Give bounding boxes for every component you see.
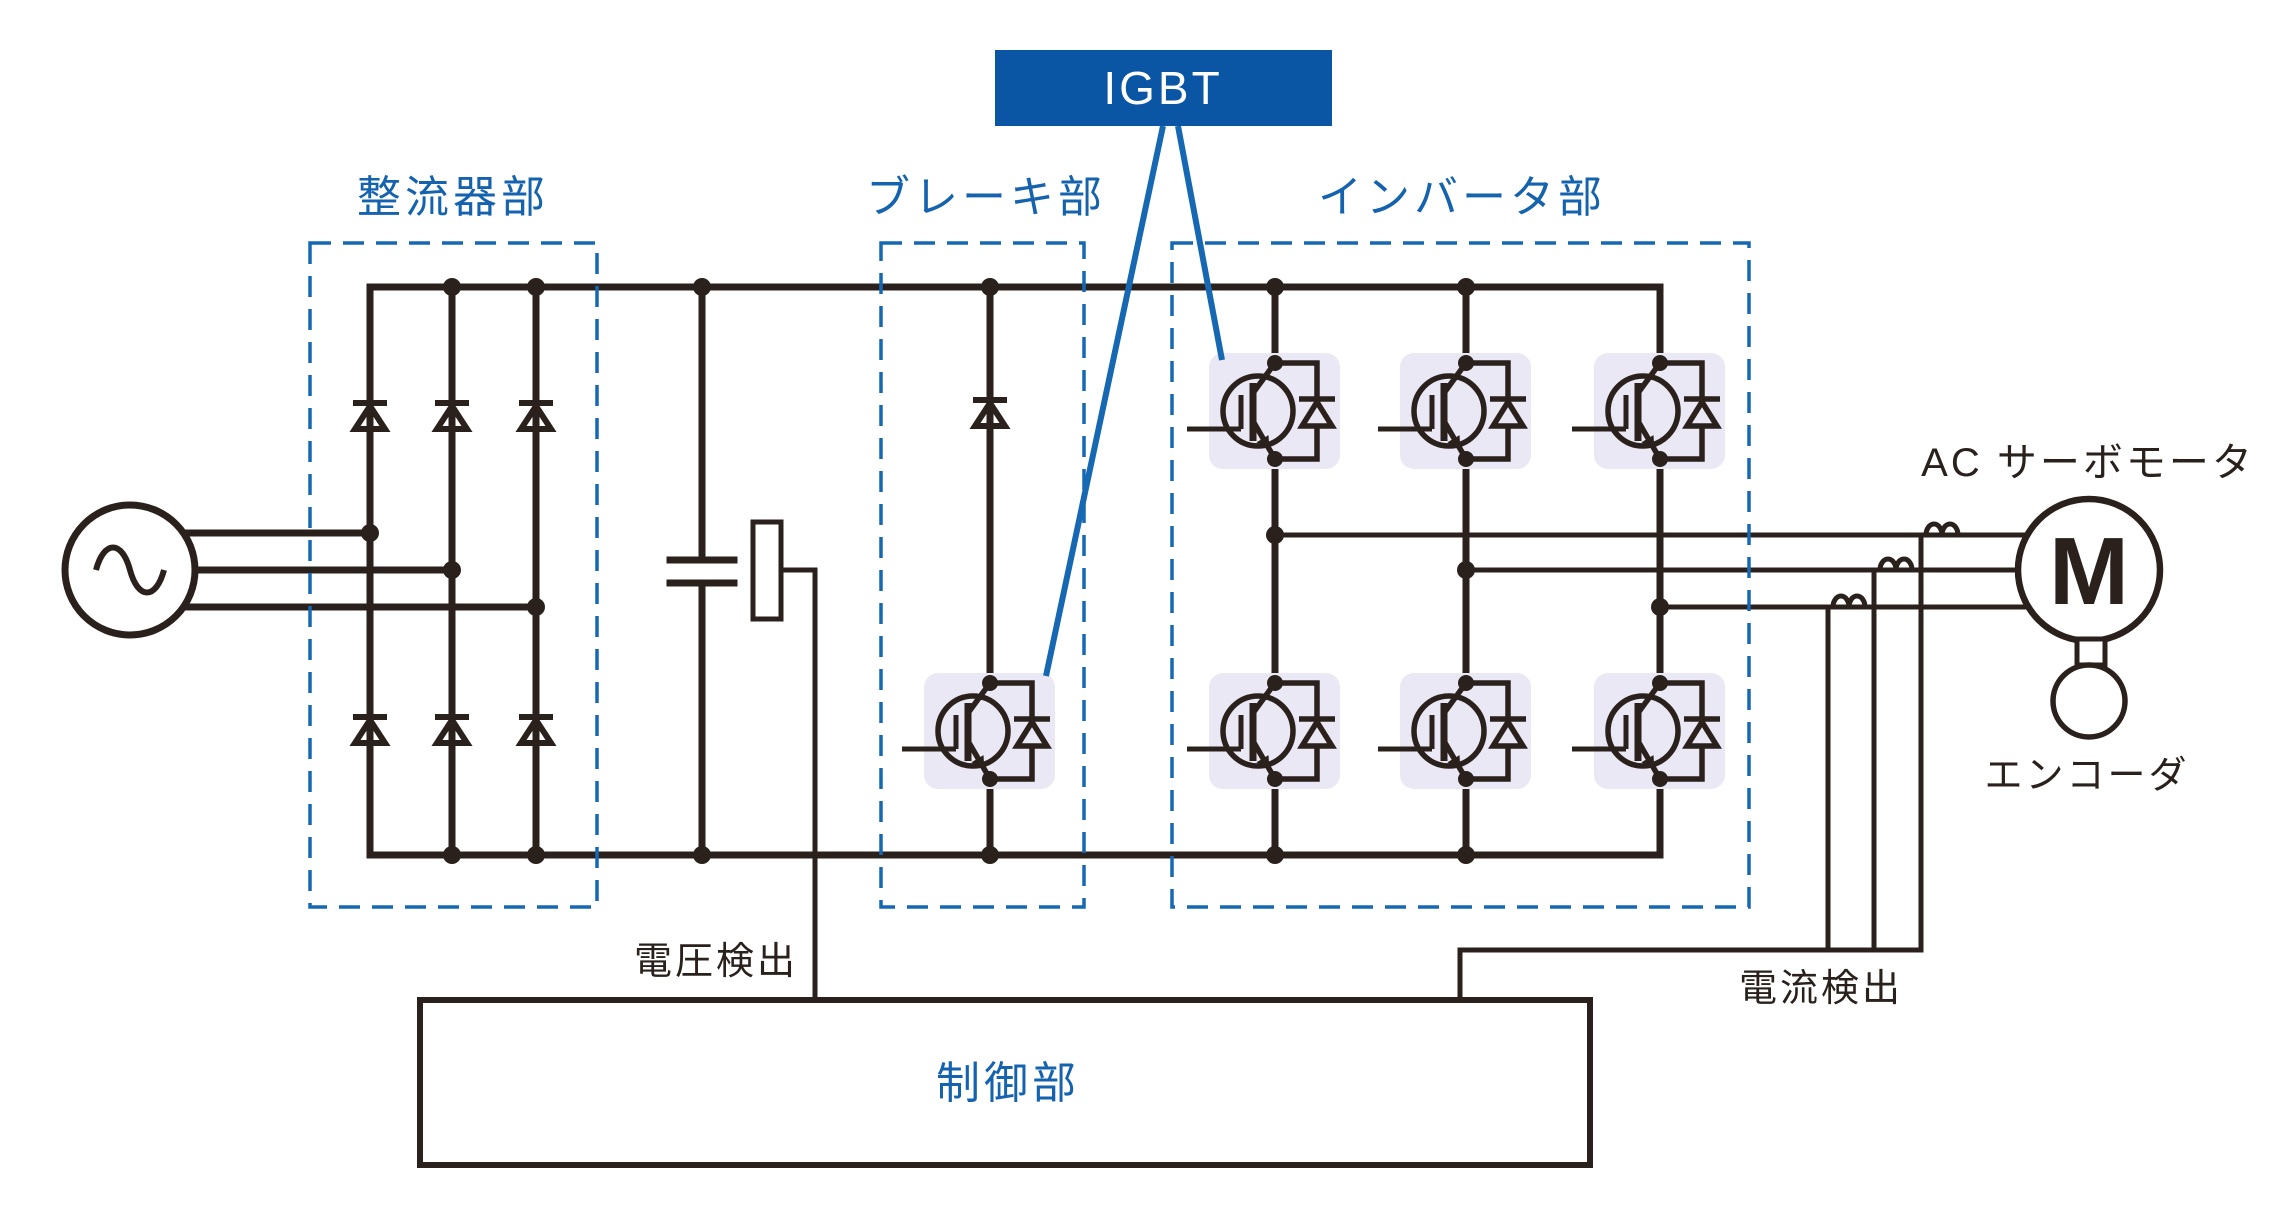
wiring (179, 283, 2029, 859)
control-box (417, 997, 1593, 1168)
inverter-igbt-top-2-icon (1378, 353, 1531, 469)
control-label: 制御部 (936, 1059, 1080, 1108)
resistor-icon (750, 519, 784, 622)
inverter-igbt-top-1-icon (1187, 353, 1340, 469)
motor-symbol: M (2049, 518, 2129, 625)
junction-dots (361, 278, 1669, 864)
voltage-detect-label: 電圧検出 (634, 941, 798, 983)
inverter-label: インバータ部 (1318, 173, 1606, 222)
voltage-detect-line (778, 567, 818, 1003)
labels: 整流器部 ブレーキ部 インバータ部 AC サーボモータ エンコーダ 電圧検出 電… (357, 173, 2255, 1010)
inverter-section (1170, 241, 1751, 909)
encoder-icon (2050, 662, 2128, 740)
rectifier-section (308, 241, 599, 909)
dc-link (666, 519, 784, 622)
current-sensor-coil-icon (1923, 521, 1961, 538)
rectifier-label: 整流器部 (357, 173, 549, 222)
motor-group: M (2014, 495, 2164, 740)
motor-label: AC サーボモータ (1921, 441, 2255, 485)
inverter-igbt-bottom-1-icon (1187, 673, 1340, 789)
brake-igbt-icon (902, 673, 1055, 789)
callout-line-inverter (1175, 125, 1225, 361)
encoder-shaft (2074, 636, 2108, 668)
motor-phase-lines (1272, 532, 2029, 610)
inverter-igbt-top-3-icon (1572, 353, 1725, 469)
capacitor-icon (666, 556, 738, 587)
current-detect-lines (1457, 532, 1924, 1003)
current-sensor-coil-icon (1830, 593, 1868, 610)
rectifier-boundary (308, 241, 599, 909)
current-detect-label: 電流検出 (1739, 968, 1903, 1010)
ac-source-icon (61, 501, 199, 639)
callout-line-brake (1043, 125, 1166, 677)
inverter-igbt-bottom-2-icon (1378, 673, 1531, 789)
encoder-label: エンコーダ (1984, 755, 2189, 797)
sine-wave-icon (93, 544, 167, 596)
ac-input-lines (179, 529, 540, 611)
brake-label: ブレーキ部 (866, 173, 1106, 222)
control-unit: 制御部 (417, 997, 1593, 1168)
callout-label: IGBT (1103, 62, 1222, 114)
brake-section (879, 241, 1086, 909)
detection (778, 521, 1961, 1003)
inverter-igbt-bottom-3-icon (1572, 673, 1725, 789)
current-sensor-coil-icon (1877, 556, 1915, 573)
igbt-callout: IGBT (995, 50, 1332, 677)
inverter-boundary (1170, 241, 1751, 909)
brake-boundary (879, 241, 1086, 909)
callout-box (995, 50, 1332, 126)
